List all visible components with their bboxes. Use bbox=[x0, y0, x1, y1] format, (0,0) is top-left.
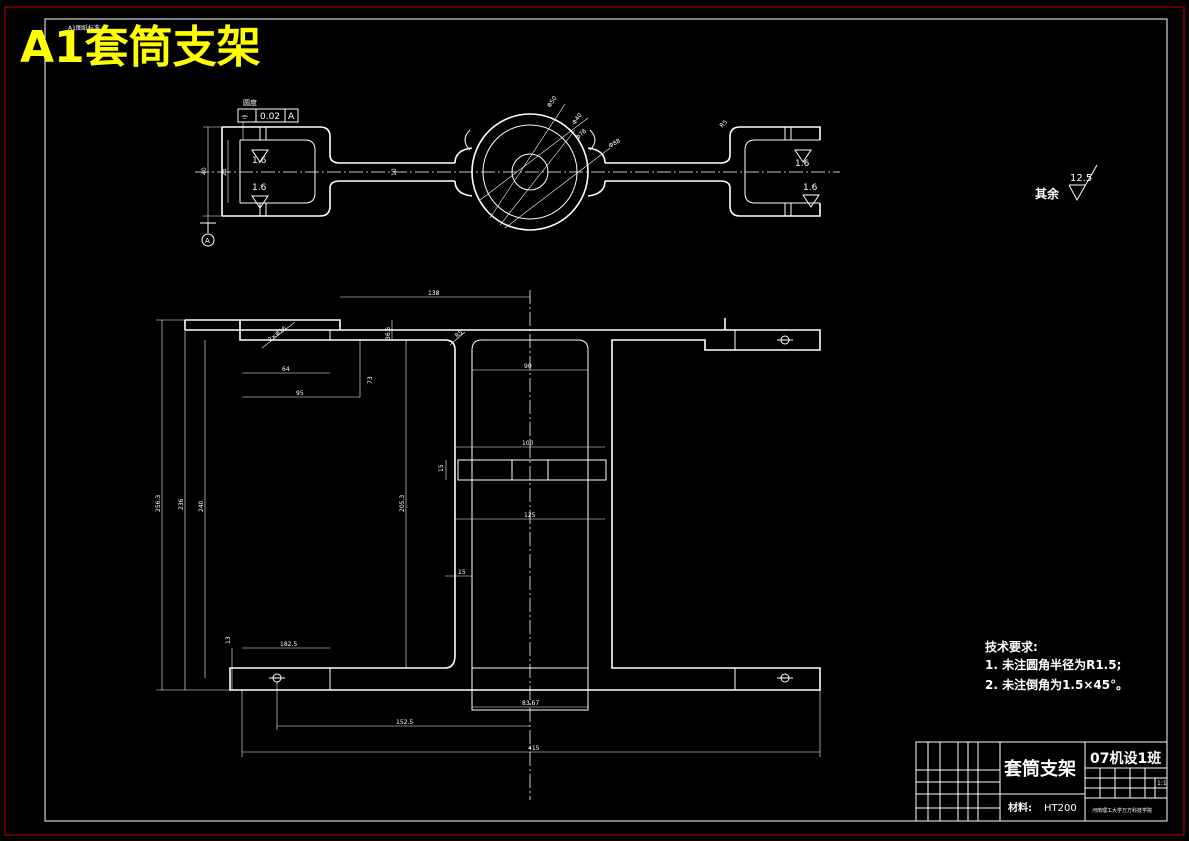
roughness-1: 1.6 bbox=[252, 156, 267, 166]
inner-frame bbox=[44, 18, 1168, 822]
dim-36: 36.5 bbox=[385, 326, 392, 340]
other-roughness: 其余 12.5 bbox=[1035, 164, 1098, 202]
dim-r5-front: R5 bbox=[454, 329, 465, 340]
tolerance-label: 圆度 bbox=[243, 98, 257, 107]
datum-a: A bbox=[205, 237, 210, 245]
roughness-2: 1.6 bbox=[252, 183, 267, 193]
dim-125: 125 bbox=[524, 512, 536, 519]
dim-1825: 182.5 bbox=[280, 641, 297, 648]
material-label: 材料: bbox=[1008, 801, 1032, 814]
part-name: 套筒支架 bbox=[1004, 758, 1076, 780]
title-banner: A1套筒支架 bbox=[20, 22, 261, 73]
front-view: 138 64 95 73 36.5 2×Φ16 R5 90 100 15 125… bbox=[155, 290, 821, 800]
tolerance-value: 0.02 bbox=[260, 112, 280, 122]
roughness-3: 1.6 bbox=[795, 159, 810, 169]
dim-2563: 256.3 bbox=[155, 495, 162, 512]
school: 河南理工大学万方科技学院 bbox=[1092, 807, 1152, 814]
top-view: Φ50 Φ40 Φ78 Φ88 40 25 10 R5 圆度 ⌯ 0.02 A … bbox=[195, 95, 840, 247]
dim-73: 73 bbox=[367, 376, 374, 384]
title-banner-small: A1图纸标准 bbox=[68, 24, 100, 32]
dim-phi40: Φ40 bbox=[571, 112, 584, 126]
dim-240: 240 bbox=[198, 500, 205, 512]
dim-95: 95 bbox=[296, 390, 304, 397]
scale: 1:1 bbox=[1157, 780, 1167, 787]
dim-2053: 205.3 bbox=[399, 495, 406, 512]
dim-phi78: Φ78 bbox=[574, 128, 588, 142]
dim-1523: 152.5 bbox=[396, 719, 413, 726]
dim-100: 100 bbox=[522, 440, 534, 447]
material: HT200 bbox=[1044, 803, 1077, 814]
dim-138: 138 bbox=[428, 290, 440, 297]
dim-r5-top: R5 bbox=[718, 119, 729, 130]
dim-90: 90 bbox=[524, 363, 532, 370]
tolerance-datum: A bbox=[288, 112, 295, 122]
tolerance-symbol: ⌯ bbox=[241, 112, 249, 122]
tech-item-2: 2. 未注倒角为1.5×45°。 bbox=[985, 677, 1128, 692]
dim-8367: 83.67 bbox=[522, 700, 539, 707]
dim-64: 64 bbox=[282, 366, 290, 373]
dim-web: 10 bbox=[391, 168, 398, 176]
dim-40: 40 bbox=[201, 167, 208, 175]
roughness-4: 1.6 bbox=[803, 183, 818, 193]
dim-15b: 15 bbox=[458, 569, 466, 576]
other-roughness-label: 其余 bbox=[1035, 186, 1060, 201]
dim-415: 415 bbox=[528, 745, 540, 752]
tech-item-1: 1. 未注圆角半径为R1.5; bbox=[985, 657, 1121, 672]
dim-13: 13 bbox=[225, 636, 232, 644]
tech-heading: 技术要求: bbox=[985, 639, 1038, 654]
tech-requirements: 技术要求: 1. 未注圆角半径为R1.5; 2. 未注倒角为1.5×45°。 bbox=[985, 639, 1128, 692]
class-name: 07机设1班 bbox=[1090, 750, 1161, 767]
title-block: 套筒支架 07机设1班 材料: HT200 1:1 河南理工大学万方科技学院 bbox=[915, 741, 1168, 822]
dim-15: 15 bbox=[438, 464, 445, 472]
other-roughness-value: 12.5 bbox=[1070, 173, 1092, 184]
dim-phi88: Φ88 bbox=[608, 137, 622, 149]
dim-236: 236 bbox=[178, 498, 185, 510]
dim-25: 25 bbox=[221, 168, 228, 176]
outer-border bbox=[4, 6, 1185, 836]
dim-phi50: Φ50 bbox=[546, 95, 559, 109]
